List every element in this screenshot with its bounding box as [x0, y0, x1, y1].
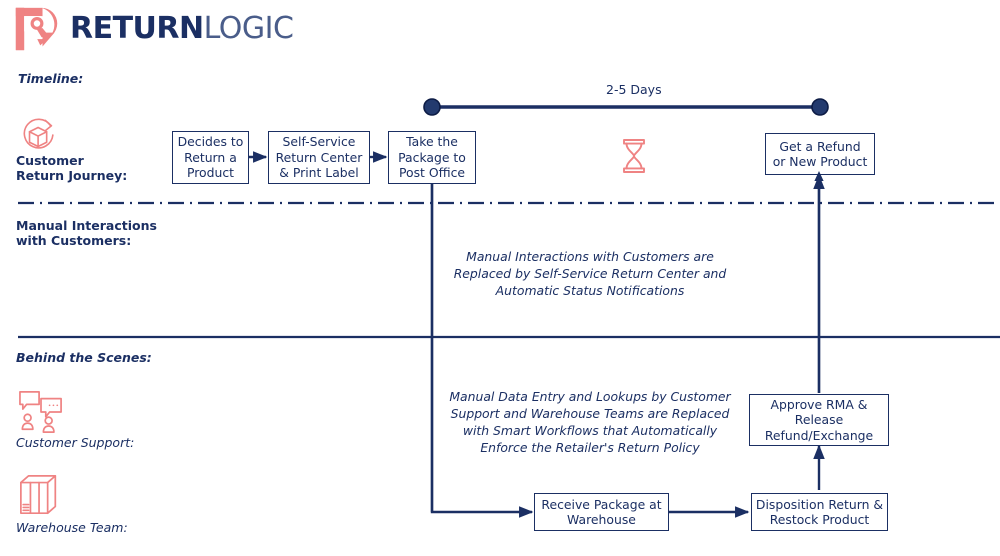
step-decides-to-return[interactable]: Decides to Return a Product	[172, 131, 249, 184]
warehouse-boxes-icon	[20, 475, 57, 515]
timeline-start-dot	[423, 98, 441, 116]
note-manual-interactions: Manual Interactions with Customers are R…	[453, 249, 727, 298]
step-get-a-refund[interactable]: Get a Refund or New Product	[765, 133, 875, 175]
return-package-cycle-icon	[23, 118, 54, 149]
lane-label-customer-support: Customer Support:	[16, 435, 135, 450]
step-approve-rma-release-refund[interactable]: Approve RMA & Release Refund/Exchange	[749, 394, 889, 446]
brand-logo: RETURNLOGIC	[14, 6, 294, 52]
step-self-service-return-center[interactable]: Self-Service Return Center & Print Label	[268, 131, 370, 184]
lane-label-behind-the-scenes: Behind the Scenes:	[16, 350, 152, 365]
chat-support-agents-icon	[19, 391, 62, 433]
brand-name-light: LOGIC	[203, 11, 294, 46]
brand-name-bold: RETURN	[70, 11, 204, 46]
step-disposition-return-restock[interactable]: Disposition Return & Restock Product	[751, 493, 888, 531]
arrow-takepackage-to-warehouse	[430, 184, 534, 518]
lane-label-manual-interactions: Manual Interactions with Customers:	[16, 218, 157, 248]
brand-wordmark: RETURNLOGIC	[70, 11, 294, 46]
step-take-package-to-post-office[interactable]: Take the Package to Post Office	[388, 131, 476, 184]
lane-label-timeline: Timeline:	[18, 71, 84, 86]
lane-label-customer-return-journey: Customer Return Journey:	[16, 153, 128, 183]
returnlogic-r-arrow-logo	[15, 7, 58, 51]
lane-label-warehouse-team: Warehouse Team:	[16, 520, 128, 535]
timeline-end-dot	[811, 98, 829, 116]
note-manual-data-entry: Manual Data Entry and Lookups by Custome…	[449, 389, 731, 455]
hourglass-icon	[623, 139, 645, 173]
timeline-duration-label: 2-5 Days	[606, 82, 662, 97]
step-receive-package-at-warehouse[interactable]: Receive Package at Warehouse	[534, 493, 669, 531]
